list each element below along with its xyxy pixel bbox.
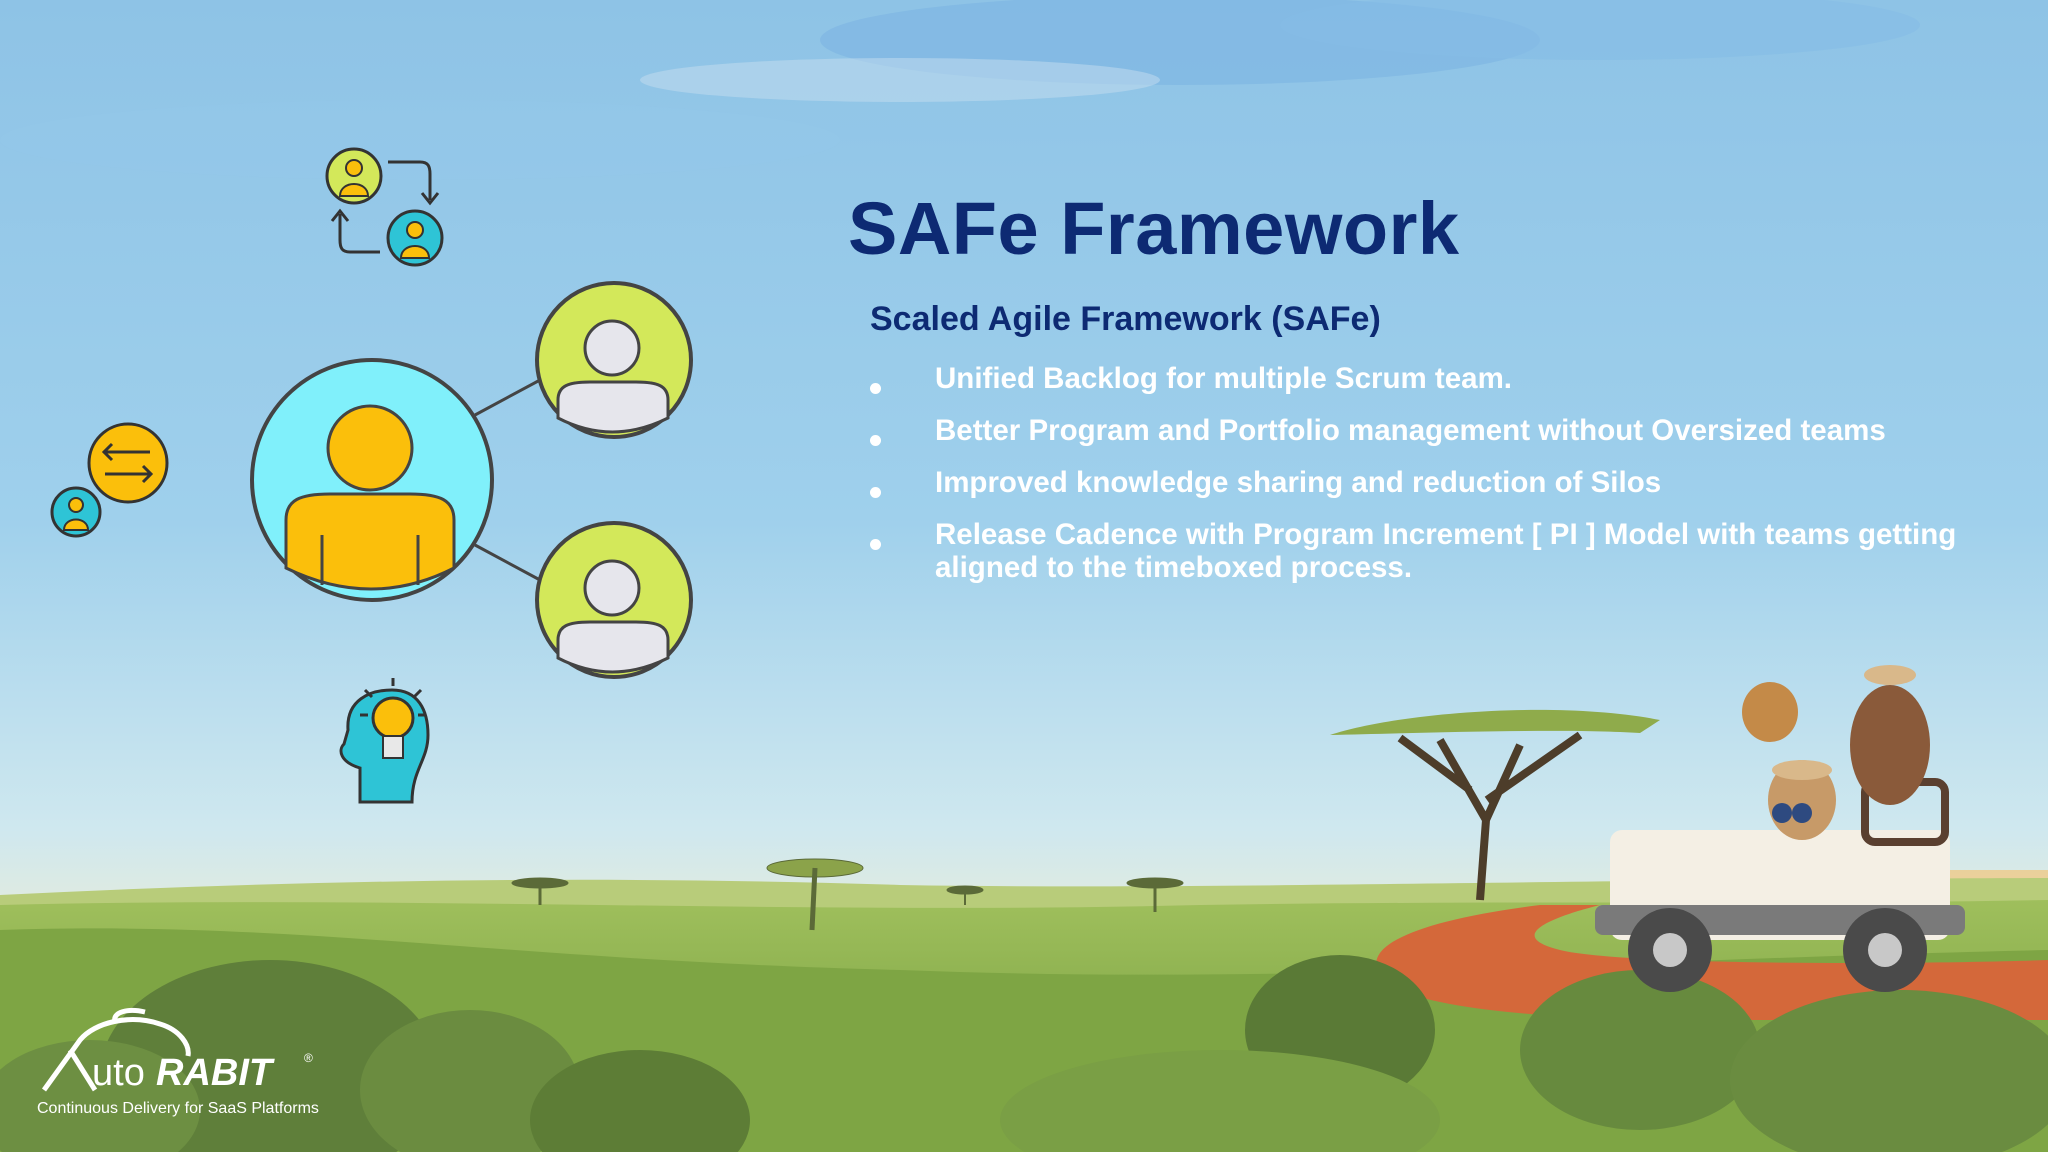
registered-mark: ® [304, 1051, 313, 1065]
bullet-dot-icon [870, 539, 881, 550]
bullet-text: Unified Backlog for multiple Scrum team. [935, 362, 1512, 395]
team-member-icon [535, 521, 693, 679]
team-member-icon [535, 281, 693, 439]
exchange-bubble-icon [50, 422, 169, 538]
bullet-list: Unified Backlog for multiple Scrum team.… [870, 362, 1990, 603]
bullet-dot-icon [870, 435, 881, 446]
bullet-dot-icon [870, 487, 881, 498]
bullet-item: Better Program and Portfolio management … [870, 414, 1990, 447]
bullet-dot-icon [870, 383, 881, 394]
bullet-text: Improved knowledge sharing and reduction… [935, 466, 1662, 499]
logo-text-bold: RABIT [156, 1052, 275, 1094]
jeep-illustration [1595, 665, 1965, 992]
slide-subtitle: Scaled Agile Framework (SAFe) [870, 300, 1381, 338]
autorabit-logo: uto RABIT ® [92, 1051, 313, 1094]
team-lead-icon [250, 358, 494, 602]
bullet-item: Unified Backlog for multiple Scrum team. [870, 362, 1990, 395]
bullet-item: Improved knowledge sharing and reduction… [870, 466, 1990, 499]
bullet-item: Release Cadence with Program Increment [… [870, 518, 1990, 584]
bullet-text: Better Program and Portfolio management … [935, 414, 1886, 447]
team-swap-icon [325, 147, 444, 267]
idea-head-icon [339, 678, 430, 804]
slide-title: SAFe Framework [848, 187, 1460, 270]
logo-text-light: uto [92, 1052, 145, 1094]
rabbit-logo-icon [41, 1007, 191, 1092]
bullet-text: Release Cadence with Program Increment [… [935, 518, 1957, 584]
logo-tagline: Continuous Delivery for SaaS Platforms [37, 1100, 319, 1117]
